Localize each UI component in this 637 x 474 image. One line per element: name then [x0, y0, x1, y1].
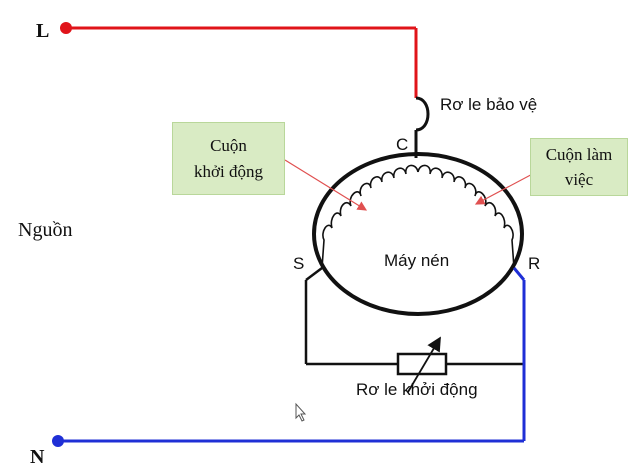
start-winding-callout-line1: Cuộn — [210, 136, 247, 155]
start-winding-callout: Cuộn khởi động — [172, 122, 285, 195]
run-winding-arrow — [474, 169, 541, 205]
start-relay-symbol — [396, 336, 448, 393]
compressor-label: Máy nén — [384, 251, 450, 270]
start-relay-label: Rơ le khởi động — [356, 380, 478, 399]
live-terminal-dot — [60, 22, 72, 34]
start-winding — [321, 164, 419, 269]
source-label: Nguồn — [18, 219, 73, 241]
start-winding-arrow — [284, 159, 368, 211]
run-winding — [417, 164, 515, 269]
terminal-s-label: S — [293, 254, 305, 273]
run-winding-callout-line2: việc — [564, 170, 594, 189]
neutral-label: N — [30, 446, 45, 468]
live-wire — [60, 22, 418, 98]
run-winding-callout: Cuộn làm việc — [530, 138, 628, 196]
protection-relay-coil — [414, 96, 430, 158]
live-label: L — [36, 20, 50, 42]
run-winding-callout-line1: Cuộn làm — [545, 144, 613, 164]
neutral-wire — [60, 267, 526, 443]
mouse-cursor-icon — [295, 402, 307, 422]
start-circuit-wire — [304, 267, 524, 366]
neutral-terminal-dot — [52, 435, 64, 447]
compressor-body — [312, 152, 524, 316]
terminal-r-label: R — [528, 254, 541, 273]
terminal-c-label: C — [396, 135, 409, 154]
start-winding-callout-line2: khởi động — [194, 161, 263, 181]
protection-relay-label: Rơ le bảo vệ — [440, 95, 538, 114]
